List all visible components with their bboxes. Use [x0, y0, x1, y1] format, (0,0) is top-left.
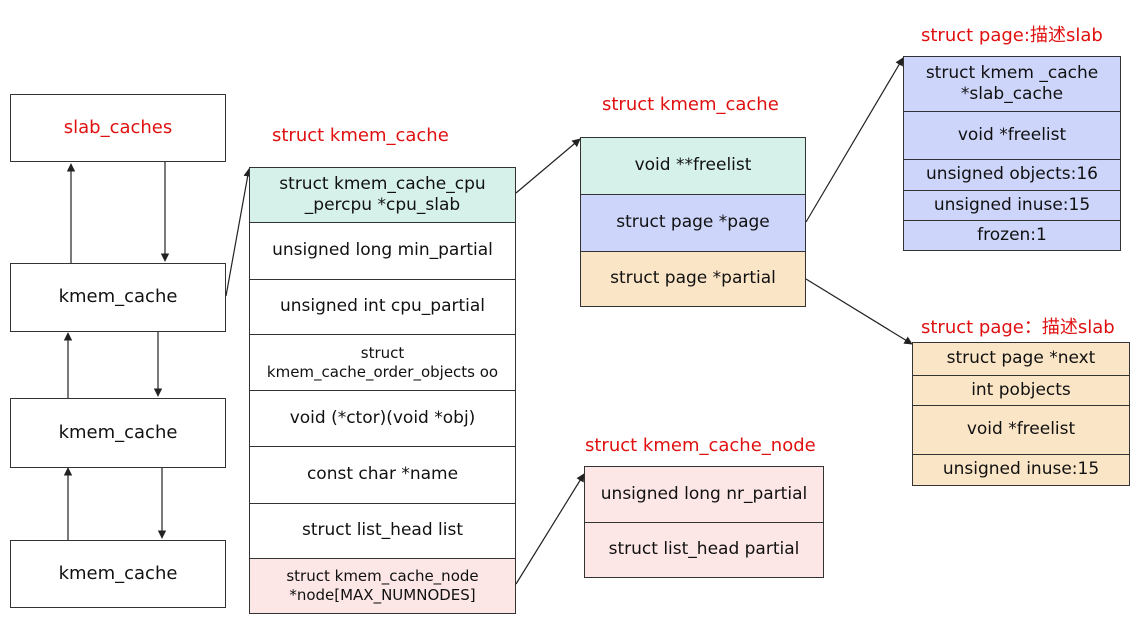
page-freelist: void *freelist: [903, 111, 1121, 160]
field-cpu-partial: unsigned int cpu_partial: [249, 279, 516, 335]
page-partial-title: struct page：描述slab: [921, 317, 1115, 338]
field-node: struct kmem_cache_node *node[MAX_NUMNODE…: [249, 558, 516, 614]
kmem-cache-node-title: struct kmem_cache_node: [585, 435, 816, 456]
field-cpu-slab: struct kmem_cache_cpu _percpu *cpu_slab: [249, 167, 516, 223]
partial-pobjects: int pobjects: [912, 375, 1130, 406]
arrow-cpu-slab: [515, 138, 581, 194]
cpu-freelist: void **freelist: [580, 137, 806, 195]
page-inuse: unsigned inuse:15: [903, 190, 1121, 221]
arrow-to-main: [225, 168, 252, 297]
node-partial-list: struct list_head partial: [584, 522, 824, 578]
arrow-node: [515, 473, 585, 585]
partial-next: struct page *next: [912, 342, 1130, 376]
slab-caches-box: slab_caches: [10, 94, 226, 162]
partial-freelist: void *freelist: [912, 405, 1130, 455]
field-oo: struct kmem_cache_order_objects oo: [249, 334, 516, 391]
arrow-page: [805, 57, 904, 223]
cpu-partial: struct page *partial: [580, 251, 806, 307]
page-frozen: frozen:1: [903, 220, 1121, 251]
field-min-partial: unsigned long min_partial: [249, 222, 516, 280]
partial-inuse: unsigned inuse:15: [912, 454, 1130, 486]
arrow-partial: [805, 278, 913, 345]
kmem-cache-node-3: kmem_cache: [10, 540, 226, 608]
page-objects: unsigned objects:16: [903, 159, 1121, 191]
kmem-cache-cpu-title: struct kmem_cache: [602, 94, 779, 115]
cpu-page: struct page *page: [580, 194, 806, 252]
page-slab-cache: struct kmem _cache *slab_cache: [903, 56, 1121, 112]
node-nr-partial: unsigned long nr_partial: [584, 466, 824, 523]
field-ctor: void (*ctor)(void *obj): [249, 390, 516, 447]
kmem-cache-node-1: kmem_cache: [10, 263, 226, 332]
field-list: struct list_head list: [249, 503, 516, 559]
field-name: const char *name: [249, 446, 516, 504]
kmem-cache-node-2: kmem_cache: [10, 398, 226, 468]
kmem-cache-main-title: struct kmem_cache: [272, 125, 449, 146]
page-top-title: struct page:描述slab: [921, 25, 1103, 46]
